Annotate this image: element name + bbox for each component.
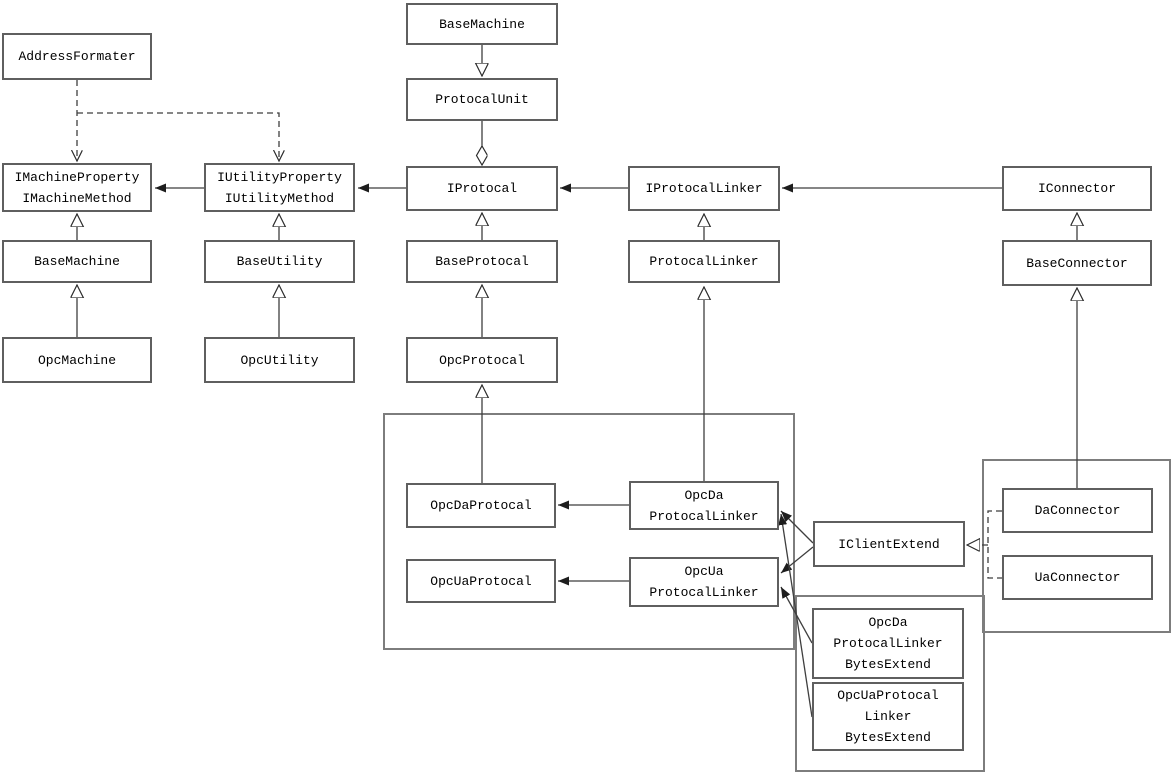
class-box-basemachine: BaseMachine bbox=[2, 240, 152, 283]
association-opcuabytesextend-to-opcdalinker bbox=[778, 513, 813, 718]
class-box-opcutility: OpcUtility bbox=[204, 337, 355, 383]
association-iclientextend-to-opcdalinker bbox=[780, 510, 814, 544]
class-box-opcda-protocallinker: OpcDa ProtocalLinker bbox=[629, 481, 779, 530]
class-box-iprotocal: IProtocal bbox=[406, 166, 558, 211]
class-box-opcprotocal: OpcProtocal bbox=[406, 337, 558, 383]
class-box-protocallinker: ProtocalLinker bbox=[628, 240, 780, 283]
class-box-baseutility: BaseUtility bbox=[204, 240, 355, 283]
class-box-basemachine-top: BaseMachine bbox=[406, 3, 558, 45]
bytes-extend-group-container bbox=[795, 595, 985, 772]
opc-protocol-group-container bbox=[383, 413, 795, 650]
class-box-opcda-protocallinker-bytesextend: OpcDa ProtocalLinker BytesExtend bbox=[812, 608, 964, 679]
class-box-baseprotocal: BaseProtocal bbox=[406, 240, 558, 283]
realization-connectors-branch bbox=[987, 510, 1002, 579]
class-box-baseconnector: BaseConnector bbox=[1002, 240, 1152, 286]
class-box-opcdaprotocal: OpcDaProtocal bbox=[406, 483, 556, 528]
class-box-iclientextend: IClientExtend bbox=[813, 521, 965, 567]
class-box-opcuaprotocal-linker-bytesextend: OpcUaProtocal Linker BytesExtend bbox=[812, 682, 964, 751]
dependency-addressformater-to-iutility bbox=[77, 112, 279, 161]
class-box-opcuaprotocal: OpcUaProtocal bbox=[406, 559, 556, 603]
class-box-uaconnector: UaConnector bbox=[1002, 555, 1153, 600]
class-box-iconnector: IConnector bbox=[1002, 166, 1152, 211]
class-box-iprotocallinker: IProtocalLinker bbox=[628, 166, 780, 211]
association-iclientextend-to-opcualinker bbox=[780, 546, 814, 574]
class-box-imachineproperty-imachinemethod: IMachineProperty IMachineMethod bbox=[2, 163, 152, 212]
class-box-protocalunit: ProtocalUnit bbox=[406, 78, 558, 121]
class-box-daconnector: DaConnector bbox=[1002, 488, 1153, 533]
class-box-opcmachine: OpcMachine bbox=[2, 337, 152, 383]
class-box-iutilityproperty-iutilitymethod: IUtilityProperty IUtilityMethod bbox=[204, 163, 355, 212]
class-box-addressformater: AddressFormater bbox=[2, 33, 152, 80]
class-box-opcua-protocallinker: OpcUa ProtocalLinker bbox=[629, 557, 779, 607]
